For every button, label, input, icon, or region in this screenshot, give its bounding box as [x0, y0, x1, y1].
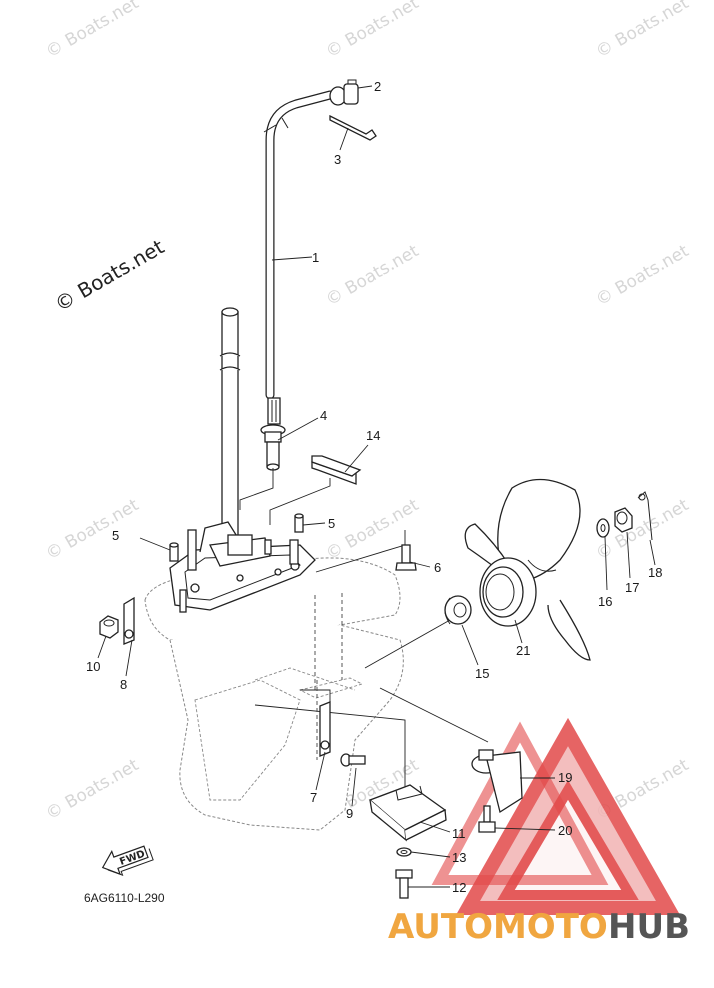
part-16-washer: [596, 518, 610, 538]
callout-leaders: [97, 85, 656, 888]
part-15-spacer: [444, 595, 472, 625]
logo-text-automoto: AUTOMOTO: [388, 907, 608, 947]
part-19-trim-tab: [471, 749, 523, 814]
part-12-bolt: [395, 869, 413, 899]
callout-9: 9: [346, 806, 353, 821]
part-17-prop-nut: [614, 507, 633, 533]
callout-11: 11: [452, 826, 466, 841]
part-9-screw: [340, 753, 366, 767]
callout-3: 3: [334, 152, 341, 167]
fwd-label: FWD: [118, 849, 146, 868]
callout-labels: 1 2 3 4 5 5 6 7 8 9 10 11 12 13 14 15 16…: [86, 79, 662, 895]
callout-8: 8: [120, 677, 127, 692]
drawing-code: 6AG6110-L290: [84, 891, 165, 905]
part-18-cotter-pin: [637, 491, 653, 541]
callout-4: 4: [320, 408, 327, 423]
callout-10: 10: [86, 659, 100, 674]
callout-7: 7: [310, 790, 317, 805]
callout-18: 18: [648, 565, 662, 580]
callout-19: 19: [558, 770, 572, 785]
part-2-clip: [329, 79, 359, 106]
callout-2: 2: [374, 79, 381, 94]
fwd-arrow-icon: FWD: [101, 845, 154, 877]
part-5-dowel-pin: [169, 542, 179, 562]
automotohub-logo: AUTOMOTO HUB: [388, 907, 690, 947]
logo-text-hub: HUB: [608, 907, 690, 947]
lower-casing: [144, 521, 404, 831]
part-1-shift-rod: [263, 90, 335, 400]
part-4-shift-rod-lower: [260, 397, 286, 471]
part-14-seal: [311, 455, 362, 485]
part-7-bracket: [319, 701, 331, 757]
callout-17: 17: [625, 580, 639, 595]
callout-14: 14: [366, 428, 380, 443]
part-5-dowel-pin: [294, 513, 304, 533]
logo-triangle: [431, 717, 681, 915]
callout-1: 1: [312, 250, 319, 265]
callout-15: 15: [475, 666, 489, 681]
assembly-leads: [239, 468, 489, 790]
callout-6: 6: [434, 560, 441, 575]
part-6-bolt: [395, 544, 417, 571]
watermark-tile: © Boats.net: [43, 495, 143, 564]
part-11-anode: [368, 784, 447, 842]
callout-16: 16: [598, 594, 612, 609]
watermark-tile: © Boats.net: [323, 241, 423, 310]
part-8-bracket: [123, 596, 135, 645]
callout-21: 21: [516, 643, 530, 658]
callout-13: 13: [452, 850, 466, 865]
watermark-tile: © Boats.net: [593, 0, 693, 62]
callout-12: 12: [452, 880, 466, 895]
callout-5: 5: [112, 528, 119, 543]
watermark-tile: © Boats.net: [593, 241, 693, 310]
part-20-bolt: [478, 805, 496, 833]
watermark-tile: © Boats.net: [43, 0, 143, 62]
watermark-main: © Boats.net: [51, 234, 169, 316]
callout-20: 20: [558, 823, 572, 838]
watermark-tile: © Boats.net: [323, 0, 423, 62]
part-13-washer: [396, 847, 412, 857]
part-3-pin: [329, 114, 377, 141]
drive-shaft: [219, 307, 241, 553]
part-10-nut: [99, 615, 119, 639]
callout-5: 5: [328, 516, 335, 531]
part-21-propeller: [464, 478, 591, 661]
watermark-tile: © Boats.net: [43, 755, 143, 824]
